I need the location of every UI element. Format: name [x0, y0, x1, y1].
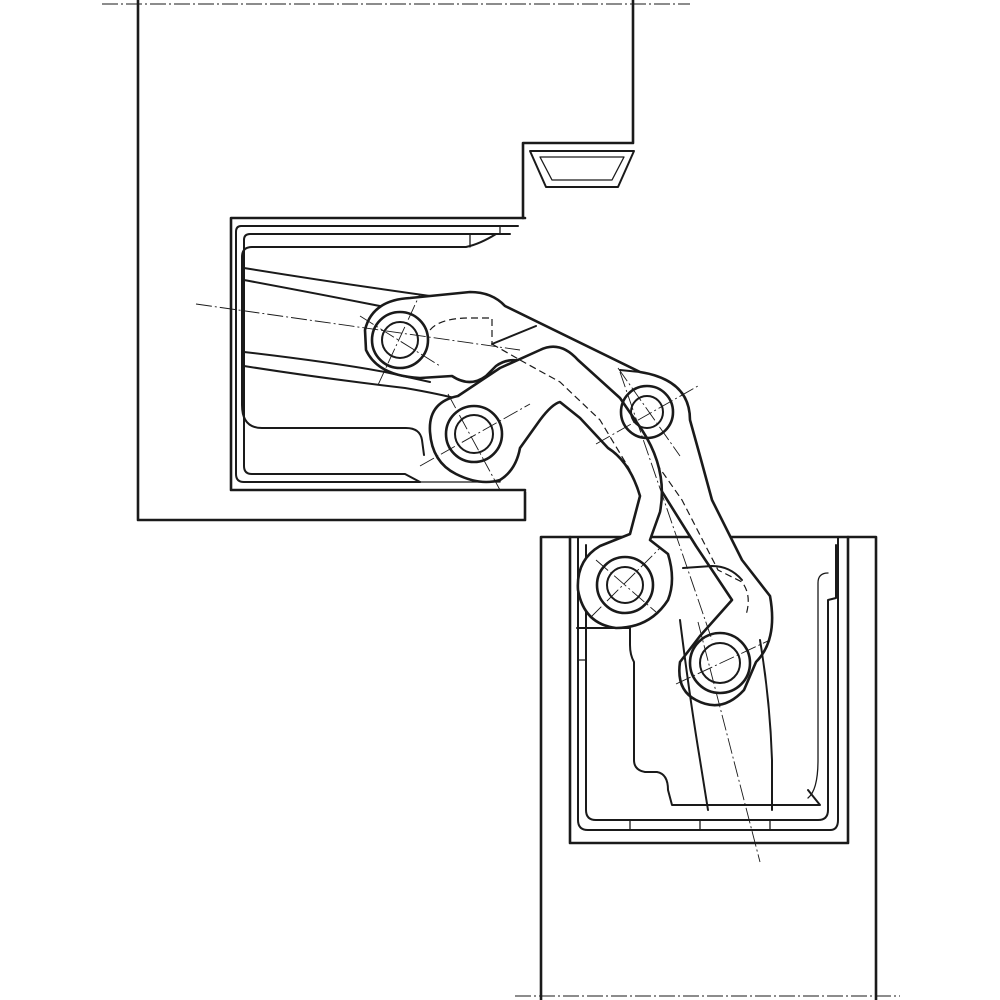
pivot-4 [595, 555, 655, 615]
arm-b [428, 325, 674, 630]
pivot-3 [619, 384, 675, 440]
centerlines [195, 293, 771, 863]
upper-frame [102, 0, 690, 522]
pivot-1 [370, 310, 430, 370]
lower-slide-guide [679, 565, 773, 811]
pivot-5 [688, 631, 752, 695]
upper-pocket [229, 216, 527, 492]
lower-pocket [568, 535, 850, 845]
pivot-2 [444, 404, 504, 464]
lower-frame [515, 535, 900, 1000]
